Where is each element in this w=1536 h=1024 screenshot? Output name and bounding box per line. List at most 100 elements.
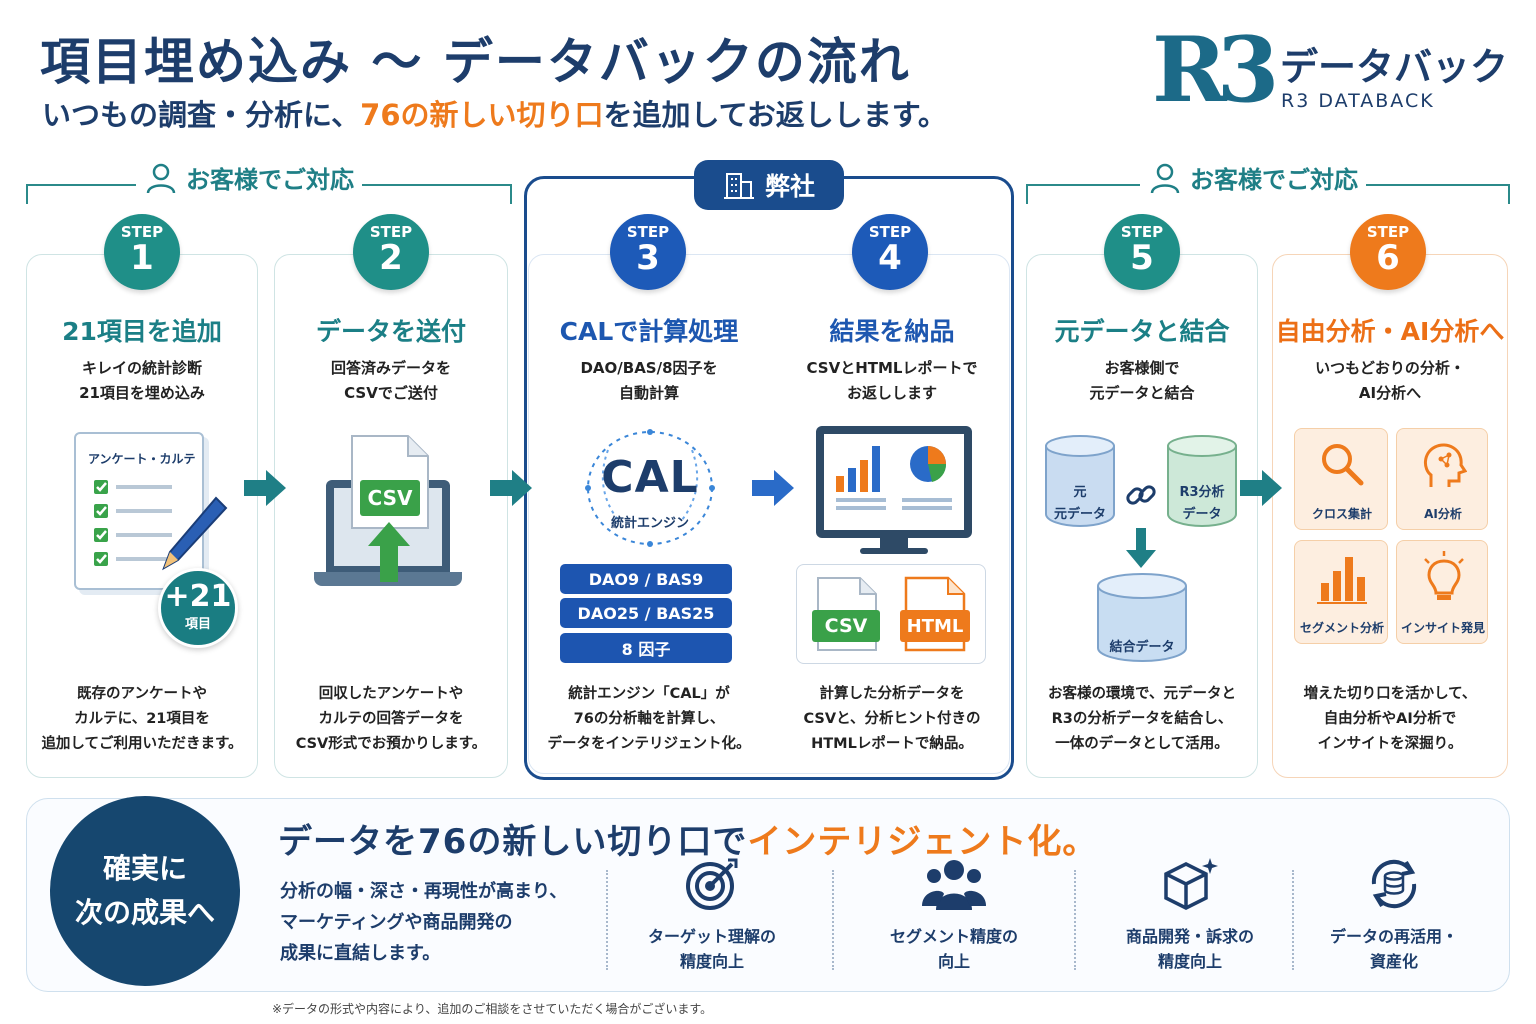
results-circle: 確実に 次の成果へ — [50, 796, 240, 986]
step5-title: 元データと結合 — [1054, 317, 1230, 346]
box-sparkle-icon — [1164, 858, 1218, 910]
cal-engine-name: CAL — [601, 452, 699, 503]
plus21-badge: +21 項目 — [158, 568, 238, 648]
company-tab-label: 弊社 — [764, 172, 815, 201]
summary-box — [26, 798, 1510, 992]
target-icon — [686, 858, 738, 910]
benefit-product: 商品開発・訴求の精度向上 — [1090, 856, 1290, 974]
page-title: 項目埋め込み 〜 データバックの流れ — [40, 33, 911, 91]
bar-chart-icon — [1317, 557, 1367, 604]
separator — [1074, 870, 1076, 970]
deliver-csv-label: CSV — [812, 610, 880, 642]
deliver-html-label: HTML — [900, 610, 970, 642]
tile-segment: セグメント分析 — [1294, 540, 1388, 644]
summary-body: 分析の幅・深さ・再現性が高まり、マーケティングや商品開発の成果に直結します。 — [280, 881, 568, 964]
group-label-left: お客様でご対応 — [136, 160, 362, 195]
step2-title: データを送付 — [315, 317, 466, 346]
group-line-left-tick2 — [510, 184, 512, 204]
benefit-target: ターゲット理解の精度向上 — [612, 856, 812, 974]
subtitle-post: を追加してお返しします。 — [603, 98, 947, 132]
csv-file-label: CSV — [360, 480, 420, 516]
subtitle-highlight: 76の新しい切り口 — [360, 98, 604, 132]
logo-mark: R3 — [1152, 17, 1279, 123]
results-circle-line2: 次の成果へ — [74, 896, 215, 929]
pill-8factors: 8 因子 — [560, 633, 732, 663]
db-original-label: 元元データ — [1053, 485, 1106, 522]
step3-title: CALで計算処理 — [559, 317, 739, 346]
survey-document-icon: アンケート・カルテ — [74, 432, 204, 590]
db-r3-label: R3分析データ — [1179, 485, 1225, 522]
results-circle-line1: 確実に — [102, 852, 187, 885]
down-arrow-icon — [1126, 528, 1156, 568]
cal-engine-sub: 統計エンジン — [610, 516, 689, 531]
summary-heading: データを76の新しい切り口でインテリジェント化。 — [278, 822, 1098, 862]
logo-text-jp: データバック — [1280, 45, 1509, 89]
person-icon — [1150, 163, 1180, 193]
group-users-icon — [922, 860, 986, 910]
upload-arrow-icon — [368, 522, 410, 582]
link-icon — [1126, 485, 1156, 505]
group-label-right: お客様でご対応 — [1140, 160, 1366, 195]
separator — [832, 870, 834, 970]
separator — [606, 870, 608, 970]
pen-icon — [162, 496, 228, 571]
page-subtitle: いつもの調査・分析に、76の新しい切り口を追加してお返しします。 — [42, 92, 947, 134]
pill-dao25: DAO25 / BAS25 — [560, 598, 732, 628]
footnote: ※データの形式や内容により、追加のご相談をさせていただく場合がございます。 — [272, 1002, 713, 1016]
magnifier-icon — [1322, 444, 1364, 486]
step3-sub: DAO/BAS/8因子を自動計算 — [580, 359, 718, 402]
tile-cross-tab-label: クロス集計 — [1311, 507, 1372, 521]
tile-insight-label: インサイト発見 — [1400, 621, 1485, 635]
logo-text-en: R3 DATABACK — [1281, 90, 1435, 112]
lightbulb-icon — [1424, 551, 1464, 600]
survey-document-label: アンケート・カルテ — [88, 452, 196, 466]
tile-cross-tab: クロス集計 — [1294, 428, 1388, 530]
database-icon — [1097, 573, 1187, 662]
monitor-icon — [816, 426, 972, 538]
monitor-stand — [880, 538, 908, 550]
ai-head-icon — [1424, 443, 1467, 487]
group-line-left-tick — [26, 184, 28, 204]
monitor-foot — [860, 548, 928, 554]
step6-desc: 増えた切り口を活かして、自由分析やAI分析でインサイトを深掘り。 — [1303, 686, 1477, 752]
flow-arrow-icon — [752, 470, 794, 506]
step6-sub: いつもどおりの分析・AI分析へ — [1315, 359, 1465, 402]
step5-sub: お客様側で元データと結合 — [1089, 359, 1195, 402]
benefit-segment: セグメント精度の向上 — [854, 856, 1054, 974]
step4-sub: CSVとHTMLレポートでお返しします — [806, 359, 978, 402]
flow-arrow-icon — [244, 470, 286, 506]
step4-title: 結果を納品 — [829, 317, 955, 346]
database-icon — [1045, 435, 1115, 527]
plus21-text: 項目 — [184, 617, 211, 632]
tile-segment-label: セグメント分析 — [1299, 621, 1384, 635]
recycle-data-icon — [1371, 859, 1417, 909]
benefit-reuse: データの再活用・資産化 — [1294, 856, 1494, 974]
group-label-right-text: お客様でご対応 — [1190, 166, 1358, 194]
step1-title: 21項目を追加 — [62, 317, 222, 346]
building-icon — [723, 173, 754, 199]
plus21-number: +21 — [164, 579, 232, 614]
group-line-right-tick2 — [1508, 184, 1510, 204]
tile-ai-analysis-label: AI分析 — [1424, 507, 1462, 521]
database-icon — [1167, 435, 1237, 527]
person-icon — [146, 163, 176, 193]
checklist-icon — [94, 480, 172, 566]
group-line-right-tick — [1026, 184, 1028, 204]
pill-dao9: DAO9 / BAS9 — [560, 564, 732, 594]
step1-desc: 既存のアンケートやカルテに、21項目を追加してご利用いただきます。 — [41, 686, 243, 752]
flow-arrow-icon — [1240, 470, 1282, 506]
tile-ai-analysis: AI分析 — [1396, 428, 1488, 530]
company-tab: 弊社 — [694, 160, 844, 210]
